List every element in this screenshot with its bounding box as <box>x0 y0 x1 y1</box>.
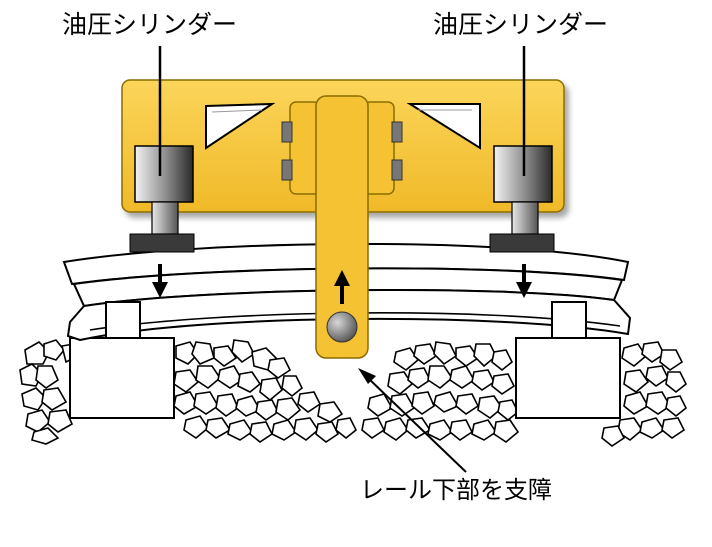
cylinder-label-left: 油圧シリンダー <box>62 10 238 39</box>
ballast-left <box>19 339 360 445</box>
hydraulic-cylinder-left <box>129 145 195 253</box>
rail-pad-right <box>551 301 587 339</box>
push-down-arrow-right <box>516 264 532 298</box>
cylinder-label-right: 油圧シリンダー <box>433 10 609 39</box>
rail-pad-left <box>105 301 141 339</box>
sleeper-left <box>69 337 175 419</box>
push-down-arrow-left <box>152 264 168 298</box>
hook-pin <box>326 311 358 343</box>
lift-up-arrow <box>334 270 350 304</box>
callout-arrow <box>358 368 467 473</box>
frame-cutout-right <box>406 103 481 150</box>
sleeper-right <box>515 337 621 419</box>
hanger-arm <box>315 95 369 359</box>
support-note-label: レール下部を支障 <box>360 476 552 504</box>
hydraulic-cylinder-right <box>489 145 555 253</box>
frame-cutout-left <box>205 102 276 150</box>
